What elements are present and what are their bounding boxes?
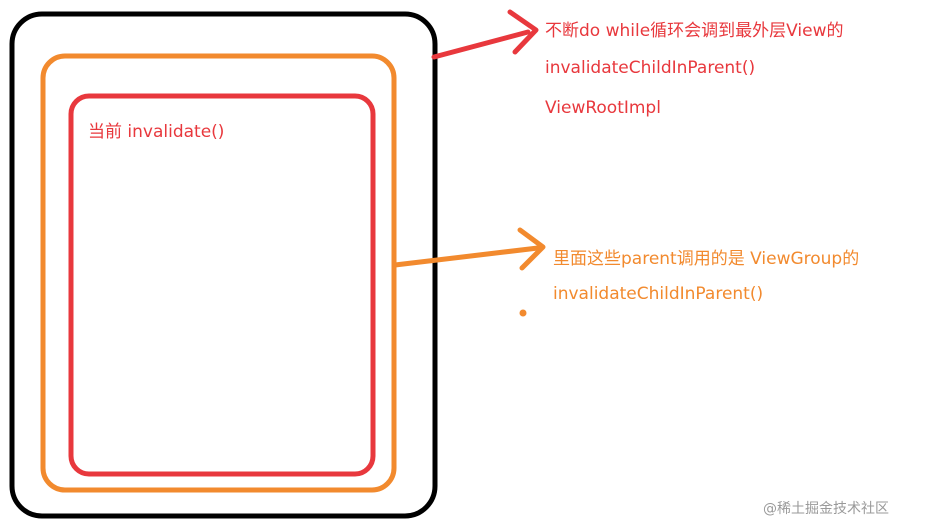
outer-view-frame [9,11,438,519]
parent-view-frame [40,53,397,493]
red-arrow [431,9,539,60]
top-annotation-line3: ViewRootImpl [545,98,661,118]
current-invalidate-label: 当前 invalidate() [88,122,225,142]
orange-dot [519,309,527,317]
top-annotation-line2: invalidateChildInParent() [545,58,756,78]
middle-annotation-line2: invalidateChildInParent() [553,284,764,304]
orange-arrow [392,227,546,271]
current-view-frame [68,93,376,477]
middle-annotation-line1: 里面这些parent调用的是 ViewGroup的 [553,249,860,269]
watermark: @稀土掘金技术社区 [763,501,889,517]
top-annotation-line1: 不断do while循环会调到最外层View的 [545,21,844,41]
